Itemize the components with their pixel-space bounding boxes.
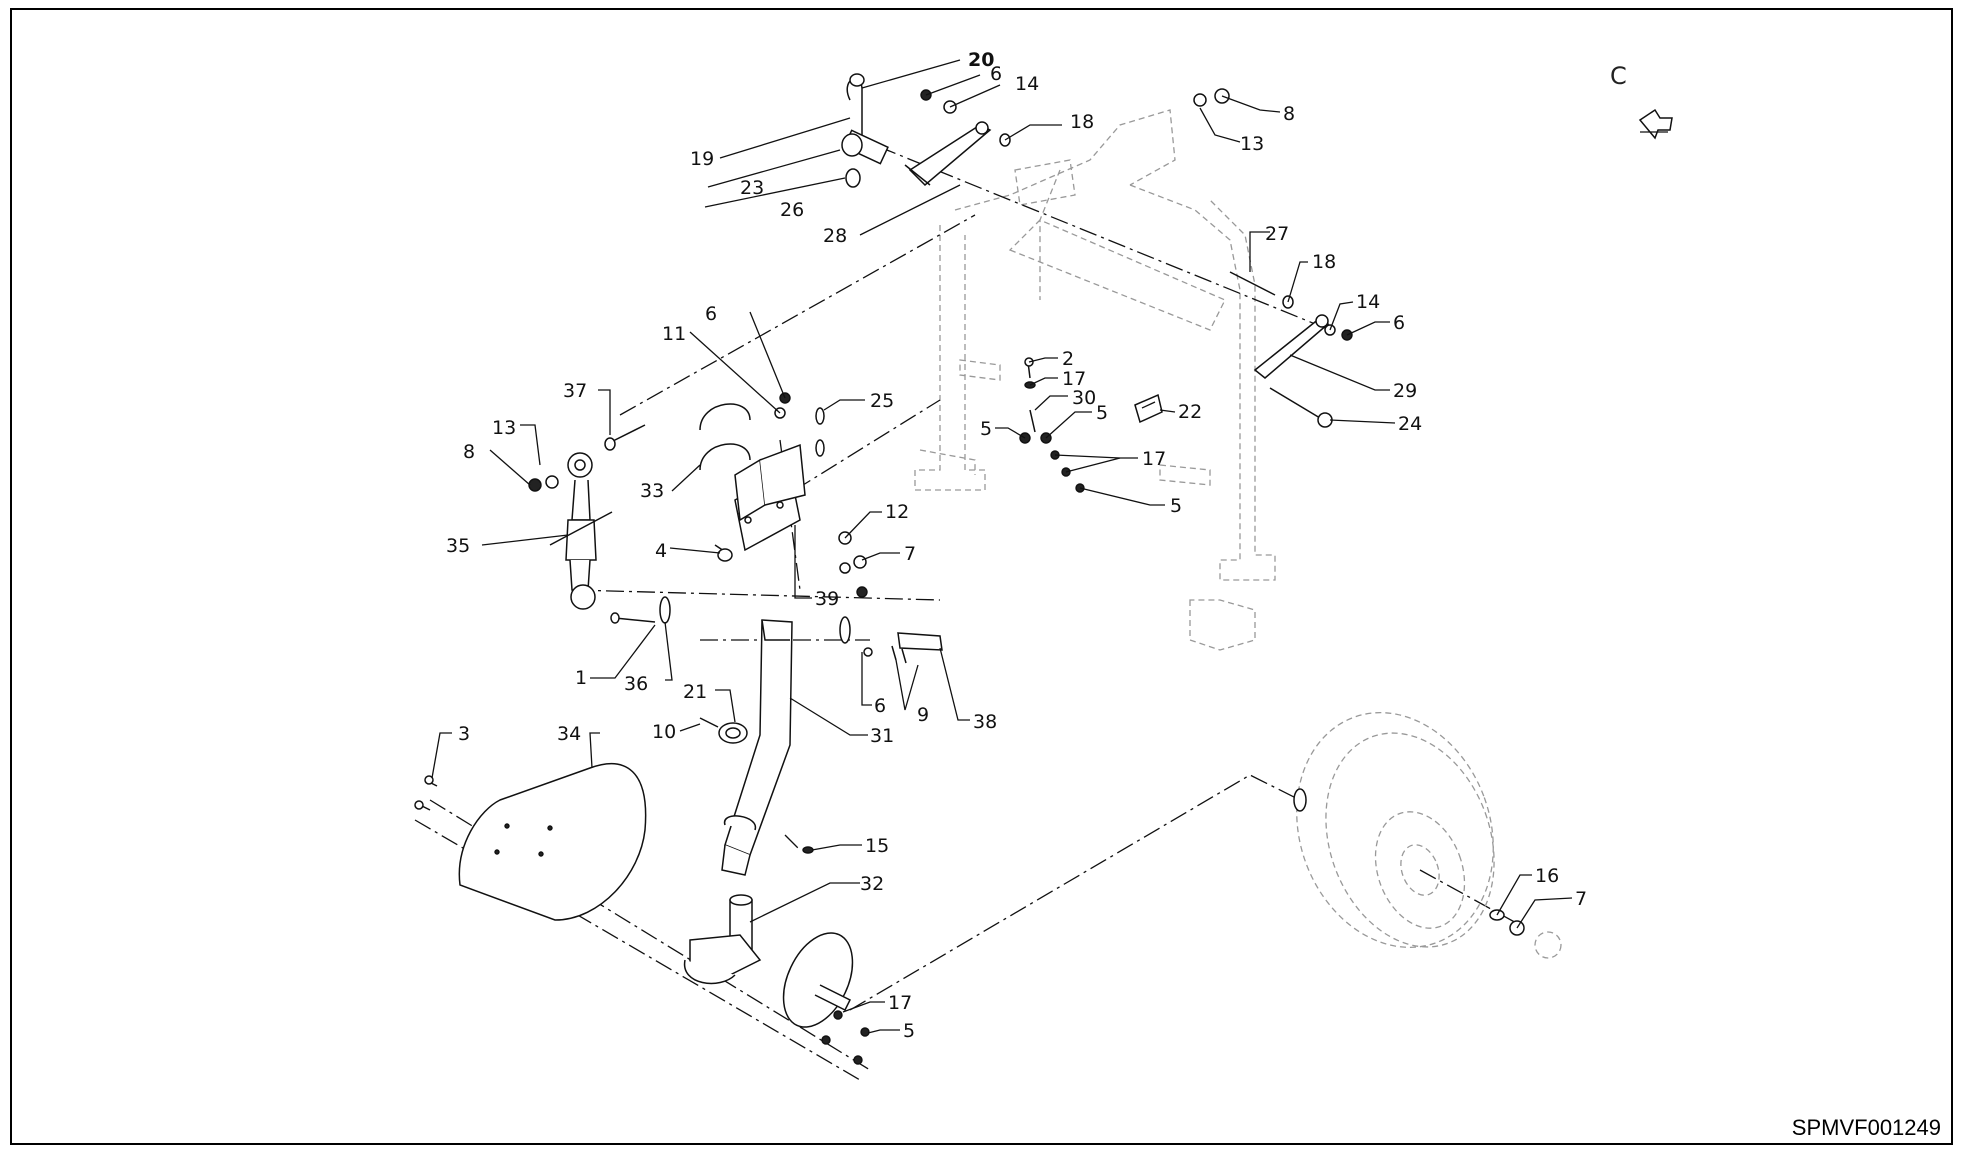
callout-24: 24	[1398, 413, 1422, 435]
callout-15: 15	[865, 835, 889, 857]
callout-14: 14	[1015, 73, 1039, 95]
wheel-assembly	[1293, 711, 1562, 959]
callout-31: 31	[870, 725, 894, 747]
callout-5: 5	[1170, 495, 1182, 517]
callout-36: 36	[624, 673, 648, 695]
callout-5: 5	[1096, 402, 1108, 424]
callout-13: 13	[492, 417, 516, 439]
callout-12: 12	[885, 501, 909, 523]
callout-25: 25	[870, 390, 894, 412]
drawing-code: SPMVF001249	[1791, 1115, 1941, 1140]
bracket-hardware	[774, 392, 868, 598]
callout-20: 20	[968, 49, 994, 71]
turnbuckle-35	[528, 424, 646, 610]
callout-30: 30	[1072, 387, 1096, 409]
callout-35: 35	[446, 535, 470, 557]
callout-32: 32	[860, 873, 884, 895]
decal-22	[1134, 393, 1163, 424]
lever-28	[904, 121, 992, 187]
callout-26: 26	[780, 199, 804, 221]
leader-lines	[431, 59, 1573, 1034]
shield-34	[414, 763, 647, 921]
callout-6: 6	[1393, 312, 1405, 334]
callout-29: 29	[1393, 380, 1417, 402]
callout-18: 18	[1312, 251, 1336, 273]
spindle-32	[684, 894, 870, 1065]
callout-8: 8	[1283, 103, 1295, 125]
grease-fitting-15	[802, 846, 814, 854]
callout-8: 8	[463, 441, 475, 463]
callout-16: 16	[1535, 865, 1559, 887]
callout-11: 11	[662, 323, 686, 345]
machine-frame-ghost	[914, 109, 1276, 651]
arm-31	[721, 619, 793, 876]
callout-28: 28	[823, 225, 847, 247]
callout-17: 17	[888, 992, 912, 1014]
callout-labels: 20 6 14 18 19 23 26 28 8 13 27 18 14 6 2…	[446, 49, 1587, 1042]
callout-19: 19	[690, 148, 714, 170]
callout-39: 39	[815, 588, 839, 610]
callout-6: 6	[990, 63, 1002, 85]
collar-21	[699, 717, 748, 744]
callout-21: 21	[683, 681, 707, 703]
callout-6: 6	[874, 695, 886, 717]
drawing-frame	[10, 8, 1953, 1145]
callout-7: 7	[904, 543, 916, 565]
callout-37: 37	[563, 380, 587, 402]
callout-3: 3	[458, 723, 470, 745]
callout-4: 4	[655, 540, 667, 562]
callout-9: 9	[917, 704, 929, 726]
callout-6: 6	[705, 303, 717, 325]
right-pin-lever-assembly	[1229, 271, 1353, 428]
callout-17: 17	[1142, 448, 1166, 470]
callout-1: 1	[575, 667, 587, 689]
callout-22: 22	[1178, 401, 1202, 423]
callout-27: 27	[1265, 223, 1289, 245]
callout-33: 33	[640, 480, 664, 502]
pin-1-washer-36	[610, 596, 873, 657]
callout-5: 5	[903, 1020, 915, 1042]
callout-10: 10	[652, 721, 676, 743]
callout-17: 17	[1062, 368, 1086, 390]
callout-18: 18	[1070, 111, 1094, 133]
callout-14: 14	[1356, 291, 1380, 313]
callout-7: 7	[1575, 888, 1587, 910]
callout-23: 23	[740, 177, 764, 199]
callout-34: 34	[557, 723, 581, 745]
callout-5: 5	[980, 418, 992, 440]
view-direction-arrow-icon	[1638, 108, 1673, 140]
top-link-pin-assembly	[841, 73, 889, 188]
callout-13: 13	[1240, 133, 1264, 155]
callout-2: 2	[1062, 348, 1074, 370]
view-letter: C	[1610, 62, 1627, 90]
callout-38: 38	[973, 711, 997, 733]
bracket-39	[699, 403, 806, 562]
cover-38-pins-9	[891, 632, 943, 664]
